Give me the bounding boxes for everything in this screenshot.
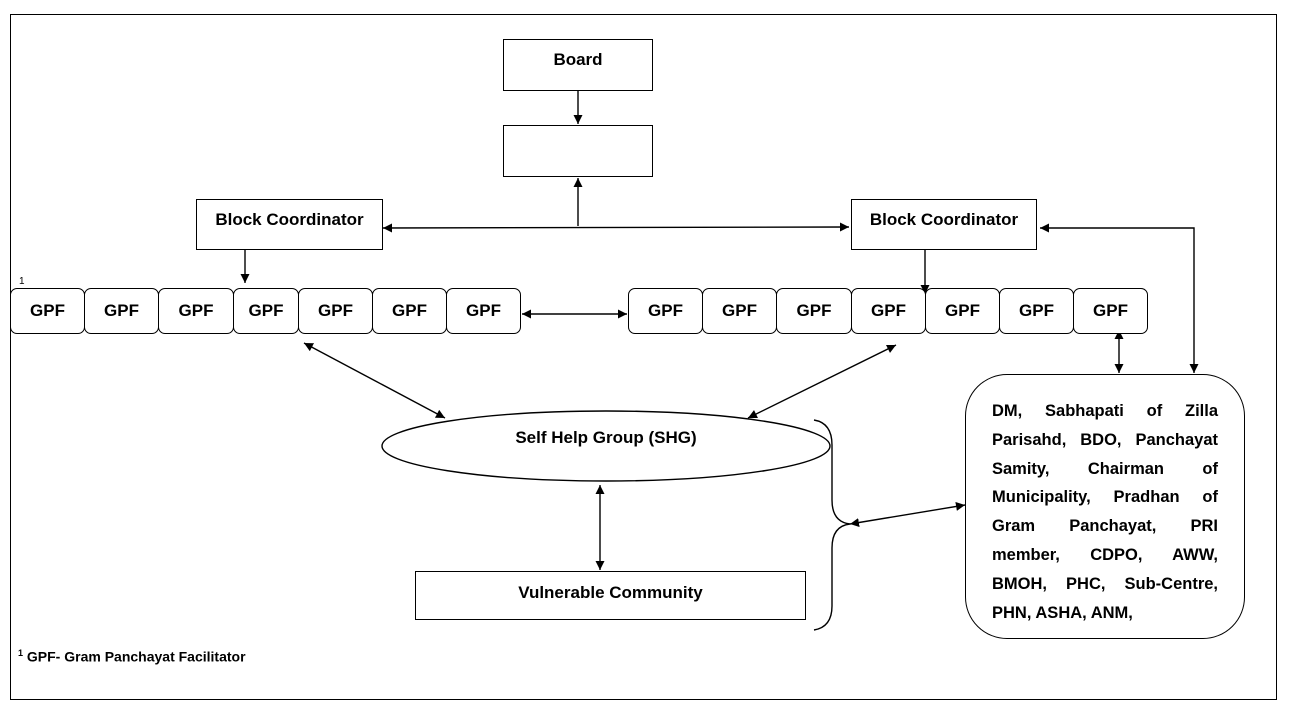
board-label: Board <box>553 50 603 69</box>
footnote-text: GPF- Gram Panchayat Facilitator <box>26 648 246 665</box>
gpf-box: GPF <box>1073 288 1148 334</box>
gpf-box: GPF <box>776 288 852 334</box>
gpf-box: GPF <box>702 288 777 334</box>
block-coordinator-right-box: Block Coordinator <box>851 199 1037 250</box>
arrow-brace-officials <box>849 502 966 527</box>
vulnerable-community-box: Vulnerable Community <box>415 571 806 620</box>
gpf-label: GPF <box>466 301 501 320</box>
gpf-box: GPF <box>233 288 299 334</box>
block-coordinator-left-box: Block Coordinator <box>196 199 383 250</box>
gpf-label: GPF <box>104 301 139 320</box>
gpf-label: GPF <box>1093 301 1128 320</box>
officials-text: DM, Sabhapati of Zilla Parisahd, BDO, Pa… <box>992 402 1218 622</box>
vulnerable-community-label: Vulnerable Community <box>518 582 703 602</box>
gpf-box: GPF <box>10 288 85 334</box>
board-box: Board <box>503 39 653 91</box>
gpf-label: GPF <box>871 301 906 320</box>
gpf-label: GPF <box>648 301 683 320</box>
curly-brace <box>813 419 851 631</box>
gpf-box: GPF <box>372 288 447 334</box>
arrow-gpf-right-shg <box>747 344 897 419</box>
gpf-box: GPF <box>851 288 926 334</box>
footnote: 1 GPF- Gram Panchayat Facilitator <box>18 648 246 665</box>
block-coordinator-left-label: Block Coordinator <box>215 209 364 229</box>
gpf-box: GPF <box>628 288 703 334</box>
gpf-label: GPF <box>178 301 214 320</box>
gpf-box: GPF <box>158 288 234 334</box>
gpf-box: GPF <box>999 288 1074 334</box>
shg-label: Self Help Group (SHG) <box>515 428 697 447</box>
shg-ellipse <box>381 410 831 482</box>
gpf-box: GPF <box>446 288 521 334</box>
block-coordinator-right-label: Block Coordinator <box>869 209 1019 229</box>
gpf-label: GPF <box>945 301 980 320</box>
gpf-label: GPF <box>722 301 757 320</box>
gpf-label: GPF <box>30 301 65 320</box>
gpf-label: GPF <box>1019 301 1054 320</box>
gpf-label: GPF <box>796 301 832 320</box>
arrow-block-coordinators <box>382 222 850 233</box>
arrow-bc-officials <box>1040 223 1199 373</box>
gpf-label: GPF <box>392 301 427 320</box>
gpf-box: GPF <box>298 288 373 334</box>
diagram-frame <box>10 14 1277 700</box>
gpf-box: GPF <box>925 288 1000 334</box>
gpf-box: GPF <box>84 288 159 334</box>
gpf-label: GPF <box>248 301 284 320</box>
gpf-label: GPF <box>318 301 353 320</box>
footnote-marker: 1 <box>19 276 25 287</box>
officials-box: DM, Sabhapati of Zilla Parisahd, BDO, Pa… <box>965 374 1245 639</box>
footnote-superscript: 1 <box>18 648 24 658</box>
arrow-gpf-left-shg <box>303 342 446 419</box>
unlabeled-box <box>503 125 653 177</box>
